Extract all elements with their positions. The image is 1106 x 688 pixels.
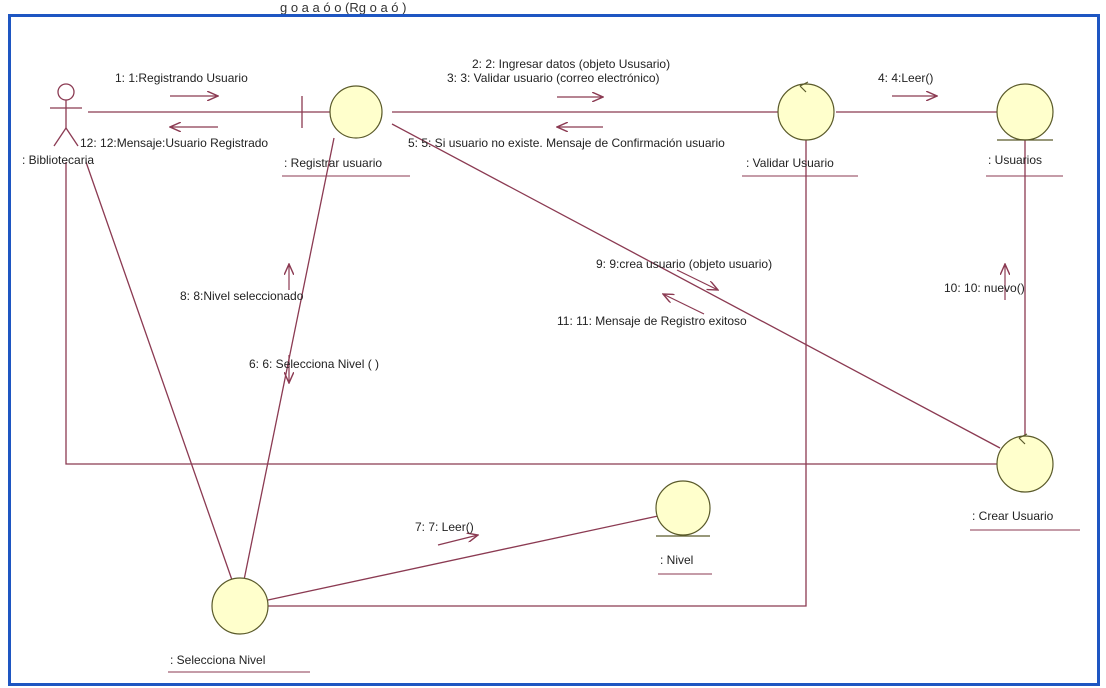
label-validar: : Validar Usuario [746, 156, 834, 170]
arrow-m9 [676, 269, 718, 290]
message-9: 9: 9:crea usuario (objeto usuario) [596, 257, 772, 271]
link-registrar-crear [391, 123, 1001, 449]
diagram-frame [8, 14, 1100, 686]
label-bibliotecaria: : Bibliotecaria [22, 153, 94, 167]
message-arrows [170, 96, 1005, 546]
message-labels: 1: 1:Registrando Usuario 12: 12:Mensaje:… [80, 57, 1025, 534]
object-selecciona-nivel[interactable] [168, 577, 310, 673]
object-labels: : Bibliotecaria : Registrar usuario : Va… [22, 153, 1054, 667]
links [65, 111, 1026, 607]
label-selecciona: : Selecciona Nivel [170, 653, 265, 667]
caption-fragment: g o a a ó o (Rg o a ó ) [280, 0, 407, 15]
message-11: 11: 11: Mensaje de Registro exitoso [557, 314, 747, 328]
actor-head-icon [57, 83, 75, 101]
control-icon [799, 81, 809, 93]
label-registrar: : Registrar usuario [284, 156, 382, 170]
message-4: 4: 4:Leer() [878, 71, 933, 85]
arrow-m11 [663, 294, 705, 315]
object-nivel[interactable] [655, 480, 712, 575]
object-registrar-usuario[interactable] [282, 85, 410, 177]
control-icon [1018, 433, 1028, 445]
message-8: 8: 8:Nivel seleccionado [180, 289, 304, 303]
actor-bibliotecaria[interactable] [50, 83, 82, 147]
label-nivel: : Nivel [660, 553, 693, 567]
message-1: 1: 1:Registrando Usuario [115, 71, 248, 85]
message-7: 7: 7: Leer() [415, 520, 474, 534]
link-selecciona-nivel [267, 515, 659, 601]
link-actor-selecciona [85, 161, 233, 581]
message-12: 12: 12:Mensaje:Usuario Registrado [80, 136, 268, 150]
message-5: 5: 5: Si usuario no existe. Mensaje de C… [408, 136, 725, 150]
label-usuarios: : Usuarios [988, 153, 1042, 167]
message-6: 6: 6: Selecciona Nivel ( ) [249, 357, 379, 371]
object-usuarios[interactable] [986, 83, 1063, 177]
message-2: 2: 2: Ingresar datos (objeto Ususario) [472, 57, 670, 71]
object-crear-usuario[interactable] [970, 433, 1080, 531]
link-actor-crear [65, 162, 998, 465]
link-selecciona-validar [268, 140, 807, 607]
message-3: 3: 3: Validar usuario (correo electrónic… [447, 71, 660, 85]
label-crear: : Crear Usuario [972, 509, 1054, 523]
message-10: 10: 10: nuevo() [944, 281, 1025, 295]
arrow-m7 [437, 535, 478, 546]
object-validar-usuario[interactable] [742, 81, 858, 177]
